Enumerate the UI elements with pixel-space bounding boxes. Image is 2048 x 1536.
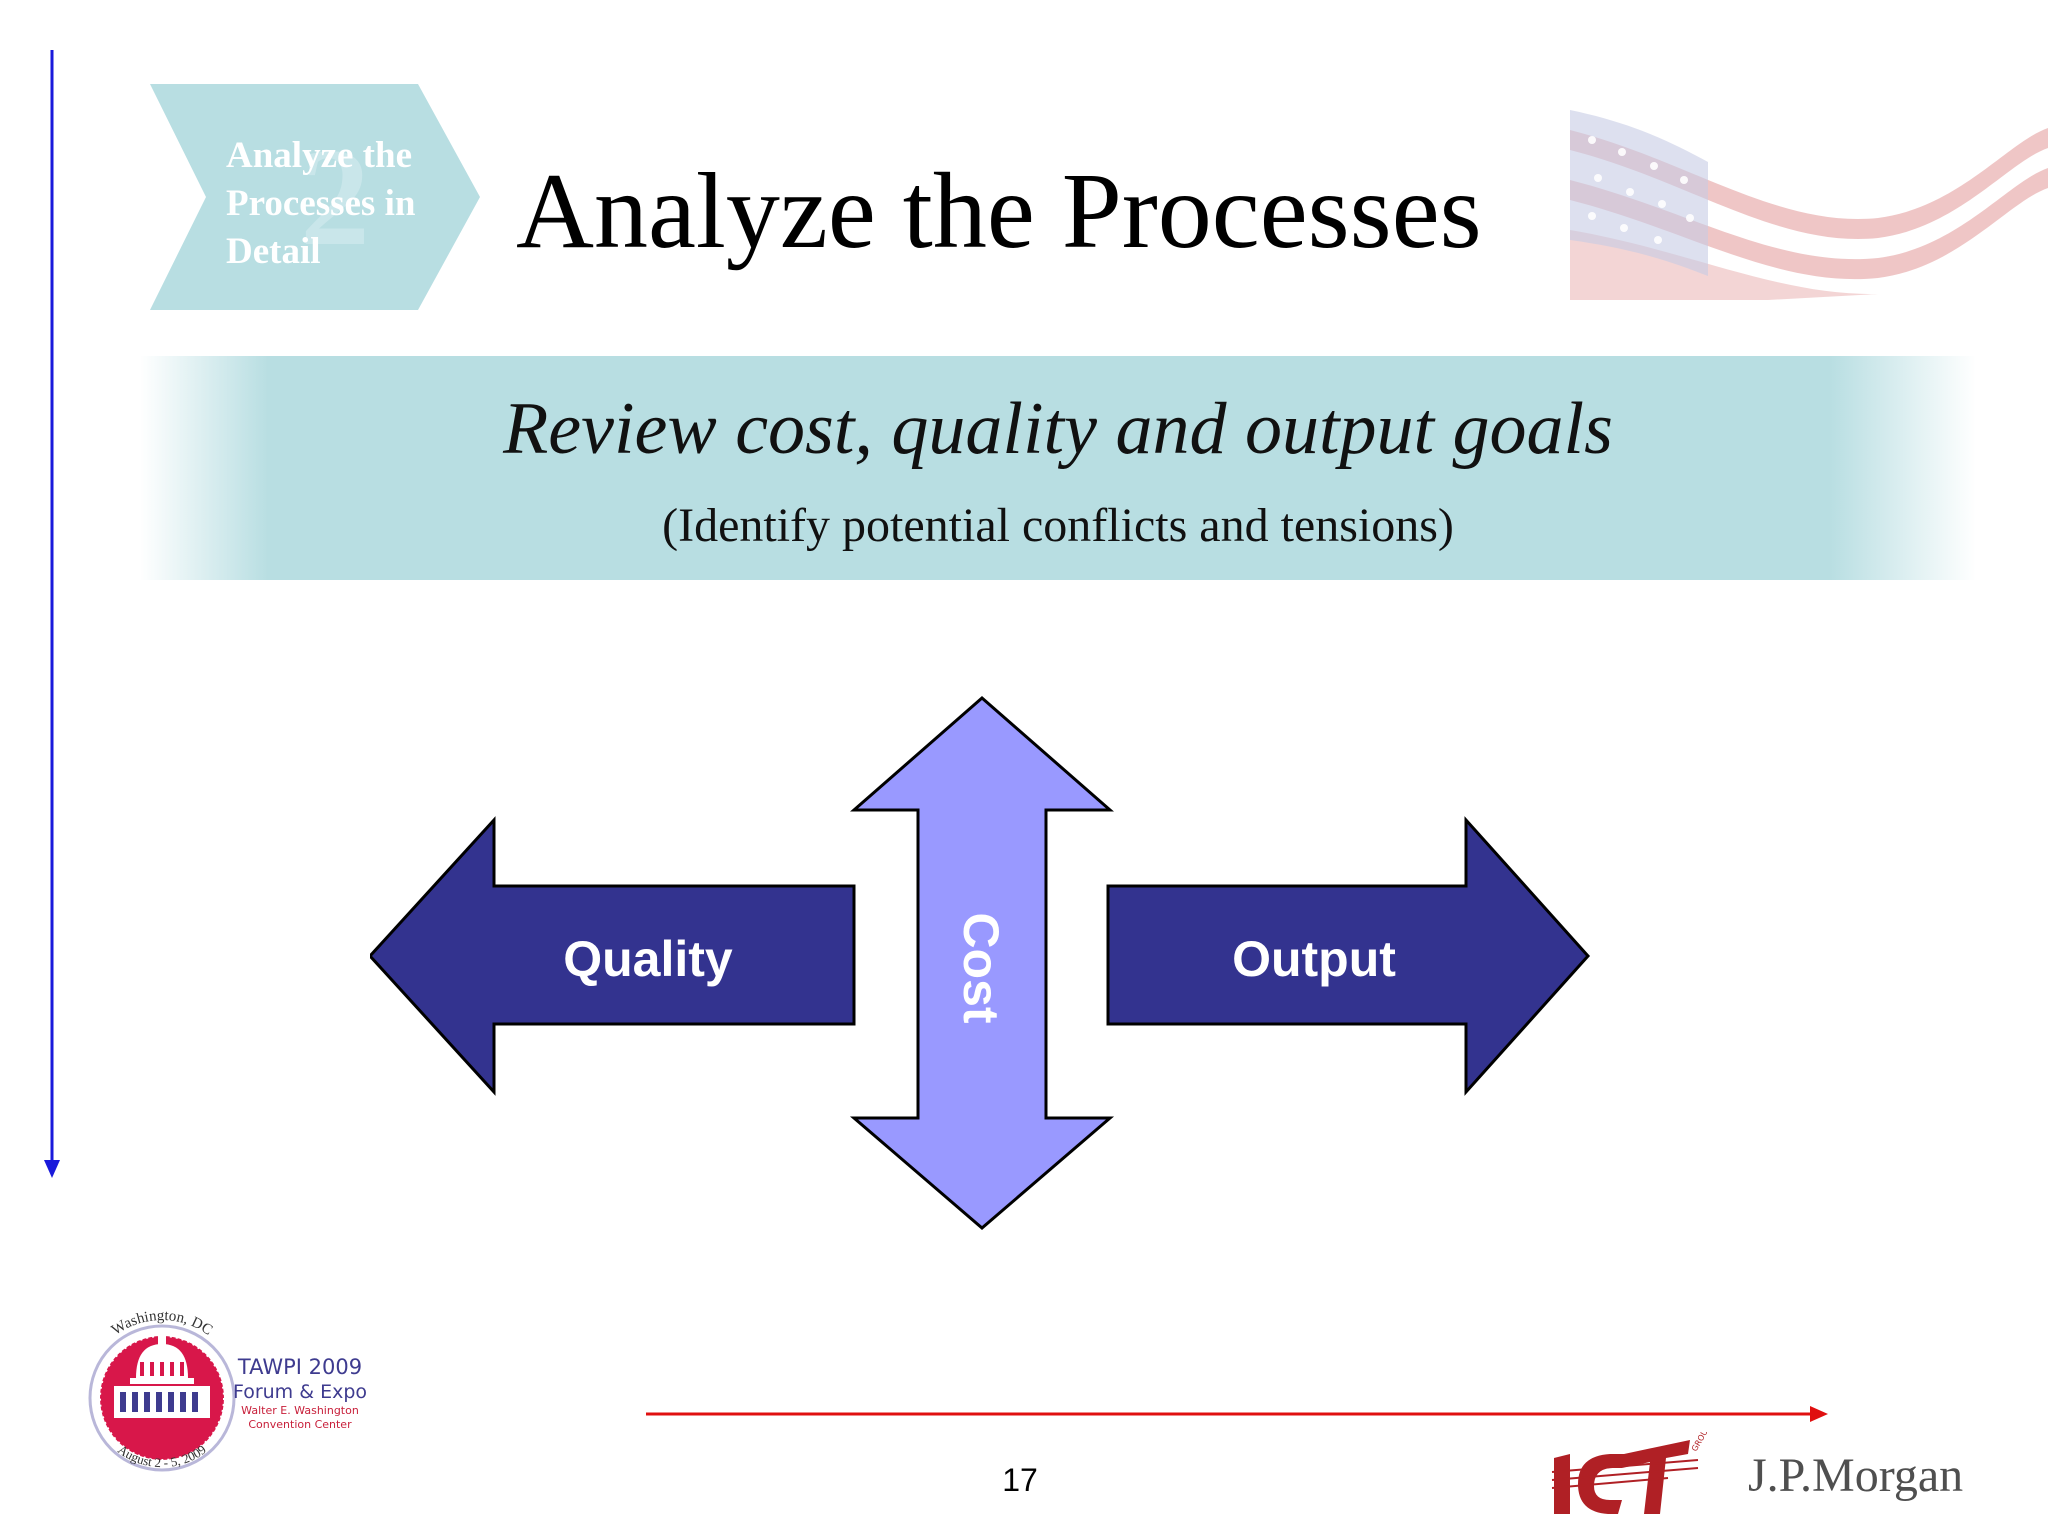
ict-logo-small: GROUP (1690, 1432, 1712, 1453)
event-text-block: TAWPI 2009 Forum & Expo Walter E. Washin… (230, 1354, 370, 1432)
vertical-guide-arrow (44, 50, 60, 1178)
ict-group-logo: GROUP (1551, 1432, 1712, 1514)
cost-label: Cost (953, 912, 1009, 1023)
jpmorgan-logo: J.P.Morgan (1748, 1449, 1964, 1502)
cost-arrow (849, 696, 1115, 1230)
american-flag-image (1570, 110, 2048, 300)
quality-label: Quality (563, 931, 733, 987)
event-subtitle: Forum & Expo (232, 1381, 368, 1403)
event-venue: Walter E. Washington Convention Center (230, 1404, 370, 1432)
step-badge-label: Analyze the Processes in Detail (226, 132, 476, 276)
event-title: TAWPI 2009 (237, 1355, 363, 1379)
banner-subheadline: (Identify potential conflicts and tensio… (662, 499, 1454, 552)
tradeoff-arrows-diagram: Quality Output Cost (370, 696, 1591, 1230)
step-badge-line: Processes in (226, 183, 416, 224)
step-number: 2 (300, 120, 370, 275)
output-label: Output (1232, 931, 1396, 987)
tawpi-event-logo: Washington, DC August 2 - 5, 2009 (88, 1308, 236, 1472)
horizontal-guide-arrow (646, 1406, 1828, 1422)
step-badge-line: Detail (226, 231, 321, 272)
quality-arrow (370, 816, 856, 1096)
goal-banner: Review cost, quality and output goals (I… (140, 356, 1976, 580)
output-arrow (1106, 816, 1591, 1096)
page-title: Analyze the Processes (516, 152, 1482, 271)
banner-headline: Review cost, quality and output goals (503, 388, 1613, 470)
step-chevron-shape: 2 (150, 84, 480, 310)
step-badge: 2 Analyze the Processes in Detail (150, 84, 480, 310)
page-number: 17 (1002, 1462, 1038, 1498)
event-venue-line: Convention Center (248, 1418, 352, 1431)
event-venue-line: Walter E. Washington (241, 1404, 359, 1417)
step-badge-line: Analyze the (226, 135, 412, 176)
